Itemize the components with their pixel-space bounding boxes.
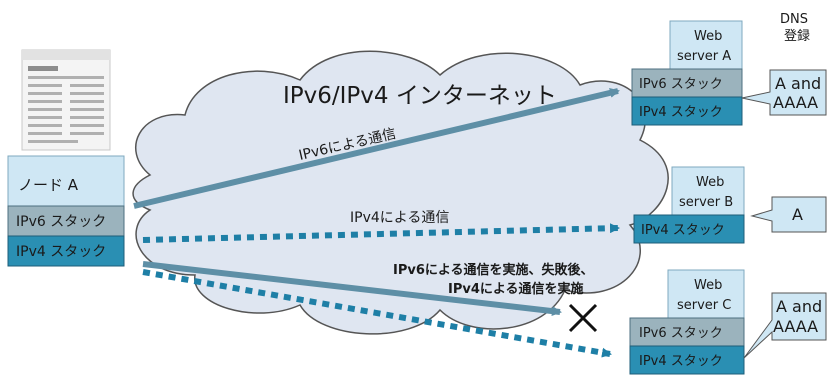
ipv6-arrow-to-server-a xyxy=(133,87,620,209)
ipv6-attempt-arrow-to-server-c xyxy=(142,261,562,317)
connection-failed-mark xyxy=(568,303,598,333)
server-c-dns-line2: AAAA xyxy=(773,317,818,336)
server-a-ipv6-stack: IPv6 スタック xyxy=(639,77,723,92)
node-a-ipv4-stack: IPv4 スタック xyxy=(16,244,106,260)
web-server-c: Web server C IPv6 スタック IPv4 スタック xyxy=(629,269,745,375)
server-c-ipv6-stack: IPv6 スタック xyxy=(639,326,723,341)
webpage-screenshot-icon xyxy=(21,49,111,151)
server-a-ipv4-stack: IPv4 スタック xyxy=(639,105,723,120)
dns-registration-header: 登録 xyxy=(784,29,810,44)
web-server-b: Web server B IPv4 スタック xyxy=(633,166,745,244)
server-a-name-line1: Web xyxy=(694,29,722,44)
server-b-dns-callout: A xyxy=(750,196,827,233)
server-b-ipv4-stack: IPv4 スタック xyxy=(641,223,725,238)
server-c-dns-callout: A and AAAA xyxy=(743,292,827,359)
ipv4-arrow-to-server-b xyxy=(142,223,620,243)
node-a: ノード A IPv6 スタック IPv4 スタック xyxy=(7,155,125,267)
fallback-note-line1: IPv6による通信を実施、失敗後、 xyxy=(393,262,594,278)
server-c-name-line2: server C xyxy=(677,298,731,313)
internet-cloud: IPv6/IPv4 インターネット xyxy=(132,50,669,335)
cloud-title: IPv6/IPv4 インターネット xyxy=(283,83,557,109)
server-a-dns-line1: A and xyxy=(775,74,821,93)
fallback-note-line2: IPv4による通信を実施 xyxy=(448,281,584,297)
server-c-dns-line1: A and xyxy=(776,297,822,316)
server-a-dns-line2: AAAA xyxy=(773,93,818,112)
server-b-name-line2: server B xyxy=(679,195,733,210)
server-a-name-line2: server A xyxy=(677,49,731,64)
server-a-dns-callout: A and AAAA xyxy=(741,69,827,116)
node-a-ipv6-stack: IPv6 スタック xyxy=(16,214,106,230)
web-server-a: Web server A IPv6 スタック IPv4 スタック xyxy=(631,20,743,126)
ipv4-fallback-arrow-to-server-c xyxy=(142,269,612,358)
server-b-name-line1: Web xyxy=(696,175,724,190)
server-c-name-line1: Web xyxy=(694,278,722,293)
dns-header: DNS xyxy=(780,12,808,27)
server-c-ipv4-stack: IPv4 スタック xyxy=(639,354,723,369)
server-b-dns-line1: A xyxy=(792,205,803,224)
node-a-label: ノード A xyxy=(18,176,79,194)
ipv4-arrow-label: IPv4による通信 xyxy=(350,210,449,226)
